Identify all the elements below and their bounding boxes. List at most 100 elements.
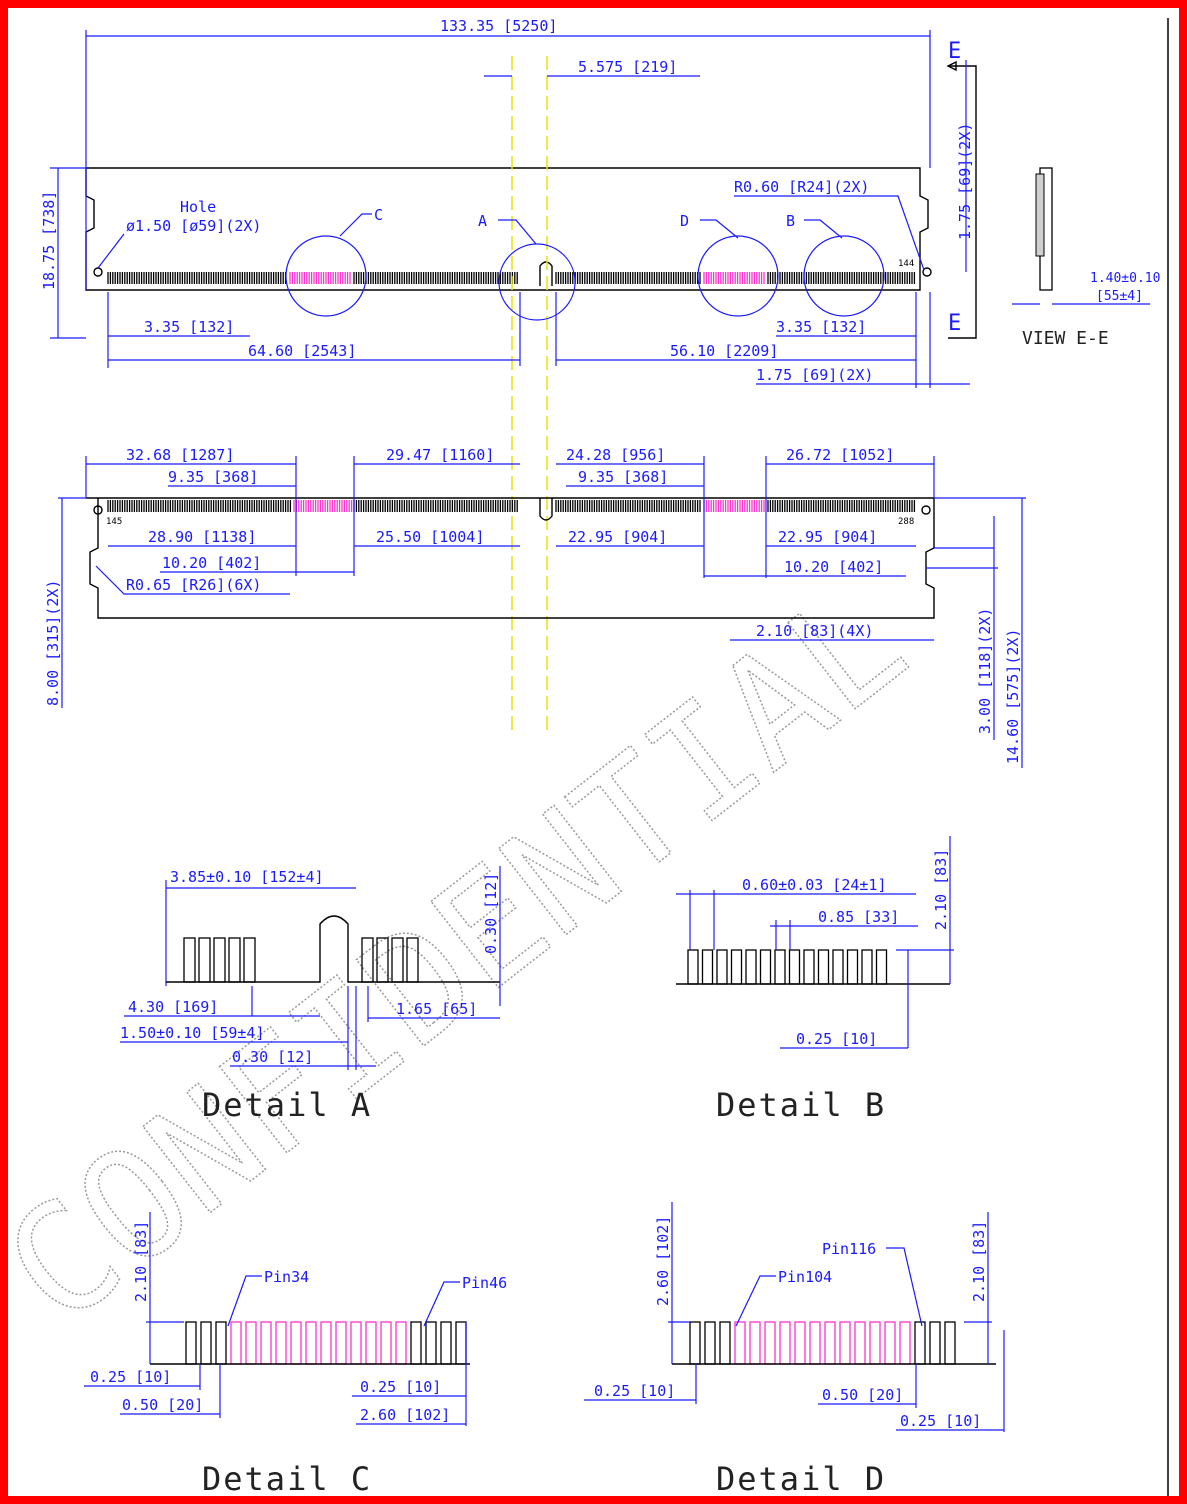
pin104-leader [735, 1275, 776, 1327]
side-view-chip [1035, 173, 1045, 257]
dim-b7: 28.90 [1138] [148, 528, 256, 546]
hole-leader [97, 233, 125, 269]
section-e-bot: E [948, 311, 961, 336]
contact-pad [929, 1321, 941, 1365]
dim-edge-r-h: 1.75 [69](2X) [756, 366, 873, 384]
detail-c-pins [185, 1321, 467, 1365]
contact-pad [425, 1321, 437, 1365]
contact-pad [861, 949, 873, 985]
contact-pad [794, 1321, 806, 1365]
dim-c5: 2.60 [102] [360, 1406, 450, 1424]
contact-pad [745, 949, 757, 985]
callout-a: A [478, 212, 487, 230]
dim-a3: 4.30 [169] [128, 998, 218, 1016]
dim-detb-2: 2.10 [83] [932, 849, 950, 930]
contact-pad [875, 949, 888, 985]
pin34-leader [227, 1275, 262, 1327]
contact-pad [817, 949, 830, 985]
contact-pad [198, 937, 211, 983]
contact-pad [764, 1321, 776, 1365]
detail-a-notch [166, 915, 500, 983]
dim-overall: 133.35 [5250] [440, 17, 557, 35]
contact-pad [779, 1321, 791, 1365]
dim-c1: 2.10 [83] [132, 1221, 150, 1302]
contact-pad [944, 1321, 956, 1365]
detail-a: 3.85±0.10 [152±4] 0.30 [12] 4.30 [169] 1… [120, 866, 501, 1124]
corner-r-leader [734, 195, 925, 271]
contact-pad [734, 1321, 746, 1365]
dim-corner-r: R0.60 [R24](2X) [734, 178, 869, 196]
pin-mark-144: 144 [898, 259, 914, 269]
module-outline-front [85, 167, 929, 291]
callout-d: D [680, 212, 689, 230]
dim-detb-3: 0.85 [33] [818, 908, 899, 926]
contact-pad [320, 1321, 332, 1365]
contact-pad [260, 1321, 272, 1365]
contact-pad [701, 949, 714, 985]
pin104-label: Pin104 [778, 1268, 832, 1286]
contact-pad [730, 949, 743, 985]
contact-pad [759, 949, 772, 985]
detail-b: 0.60±0.03 [24±1] 0.85 [33] 2.10 [83] 0.2… [676, 836, 954, 1124]
dim-d4: 0.50 [20] [822, 1386, 903, 1404]
back-pin-strip [107, 500, 916, 512]
dim-b5: 9.35 [368] [578, 468, 668, 486]
top-view: C A D B 133.35 [5250] 5.575 [219] E E 1.… [40, 17, 1160, 730]
pin-mark-145: 145 [106, 517, 122, 527]
contact-pad [914, 1321, 926, 1365]
detail-a-title: Detail A [202, 1086, 372, 1124]
dim-b13: R0.65 [R26](6X) [126, 576, 261, 594]
contact-pad [839, 1321, 851, 1365]
contact-pad [899, 1321, 911, 1365]
contact-pad [440, 1321, 452, 1365]
dim-c2: 0.25 [10] [90, 1368, 171, 1386]
detail-c: 2.10 [83] Pin34 Pin46 0.25 [10] 0.50 [20… [84, 1212, 507, 1498]
hole-label: Hole [180, 198, 216, 216]
section-line-e [948, 65, 977, 339]
dim-d2: 2.10 [83] [970, 1221, 988, 1302]
dim-b15: 8.00 [315](2X) [44, 580, 62, 706]
dim-b9: 22.95 [904] [568, 528, 667, 546]
dim-a4: 1.65 [65] [396, 1000, 477, 1018]
contact-pad [854, 1321, 866, 1365]
contact-pad [719, 1321, 731, 1365]
hole-back-right [921, 505, 931, 515]
contact-pad [380, 1321, 392, 1365]
pin46-label: Pin46 [462, 1274, 507, 1292]
callout-a-leader [498, 219, 537, 245]
dim-left-seg: 64.60 [2543] [248, 342, 356, 360]
detail-c-circle [285, 235, 367, 317]
contact-pad [200, 1321, 212, 1365]
dim-b4: 24.28 [956] [566, 446, 665, 464]
contact-pad [305, 1321, 317, 1365]
callout-c: C [374, 206, 383, 224]
dim-b17: 14.60 [575](2X) [1004, 629, 1022, 764]
contact-pad [704, 1321, 716, 1365]
contact-pad [774, 949, 786, 985]
hole-right [922, 267, 932, 277]
callout-c-leader [339, 213, 372, 237]
contact-pad [185, 1321, 197, 1365]
module-outline-back [86, 497, 935, 619]
pin46-leader [423, 1281, 460, 1327]
contact-pad [215, 1321, 227, 1365]
contact-pad [687, 949, 699, 985]
callout-b-leader [804, 219, 843, 239]
detail-d-title: Detail D [716, 1460, 886, 1498]
back-view: 145 288 32.68 [1287] 9.35 [368] 29.47 [1… [44, 446, 1026, 768]
dim-detb-4: 0.25 [10] [796, 1030, 877, 1048]
contact-pad [275, 1321, 287, 1365]
detail-d-pins [689, 1321, 956, 1365]
dim-a2: 0.30 [12] [482, 873, 500, 954]
dim-edge-r-v: 1.75 [69](2X) [956, 123, 974, 240]
dim-b14: 2.10 [83](4X) [756, 622, 873, 640]
dim-thickness-mil: [55±4] [1096, 289, 1143, 304]
contact-pad [183, 937, 196, 983]
contact-pad [803, 949, 815, 985]
dim-c3: 0.50 [20] [122, 1396, 203, 1414]
contact-pad [832, 949, 844, 985]
contact-pad [290, 1321, 302, 1365]
dim-b1: 32.68 [1287] [126, 446, 234, 464]
contact-pad [869, 1321, 881, 1365]
